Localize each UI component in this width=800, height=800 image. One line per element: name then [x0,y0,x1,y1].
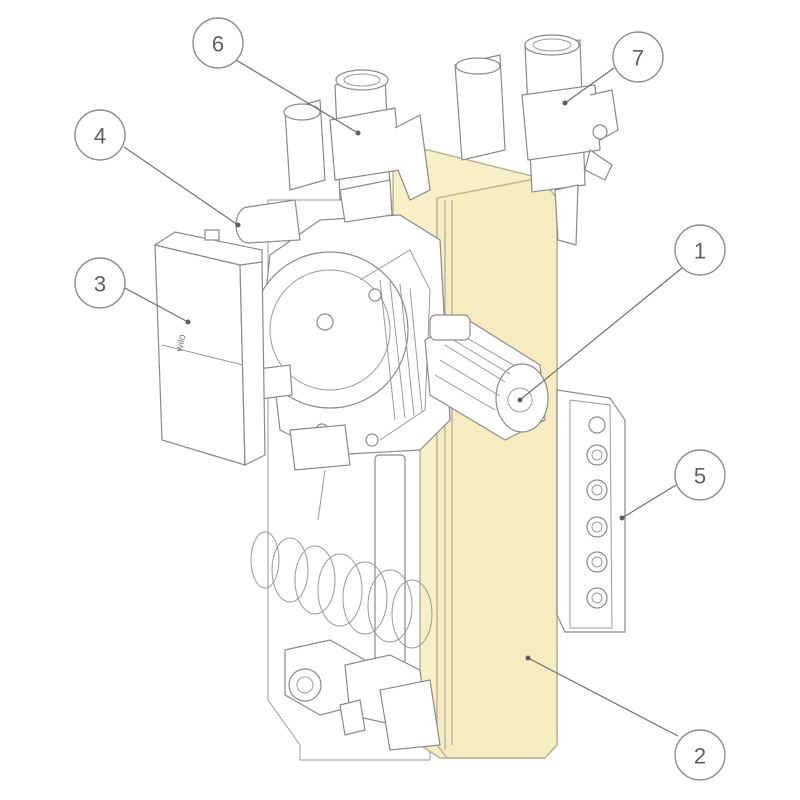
pointer-dot-7 [562,100,568,106]
callout-4: 4 [74,109,126,161]
callout-2-label: 2 [694,744,706,769]
leader-7 [564,67,615,104]
leader-3 [122,286,189,323]
leader-5 [621,484,677,519]
leader-2 [527,657,679,737]
callout-4-label: 4 [94,124,106,149]
pump-control-box: wilo [153,229,266,466]
pointer-dot-5 [619,515,625,521]
inlet-stub [235,199,301,244]
capillary-coil [250,469,433,649]
callout-5-label: 5 [694,464,706,489]
terminal-box [556,389,626,633]
lower-fittings [284,454,441,751]
callout-6-label: 6 [212,32,224,57]
valve-right [454,34,619,246]
pointer-dot-1 [517,397,523,403]
leader-lines [122,59,683,737]
callout-6: 6 [192,17,244,69]
leader-4 [123,146,239,226]
callout-7-label: 7 [632,46,644,71]
callout-1: 1 [674,224,726,276]
callout-2: 2 [674,729,726,781]
pointer-dot-6 [355,130,361,136]
leader-1 [519,267,683,401]
pump-body [249,214,451,471]
callout-1-label: 1 [694,239,706,264]
leader-dots [185,100,625,661]
leader-6 [235,59,359,134]
pointer-dot-3 [185,319,191,325]
callout-3: 3 [74,257,126,309]
pointer-dot-4 [235,222,241,228]
pointer-dot-2 [525,655,531,661]
callout-3-label: 3 [94,272,106,297]
callout-7: 7 [612,31,664,83]
callout-5: 5 [674,449,726,501]
valve-left [283,69,431,223]
pump-brand-text: wilo [174,333,189,354]
